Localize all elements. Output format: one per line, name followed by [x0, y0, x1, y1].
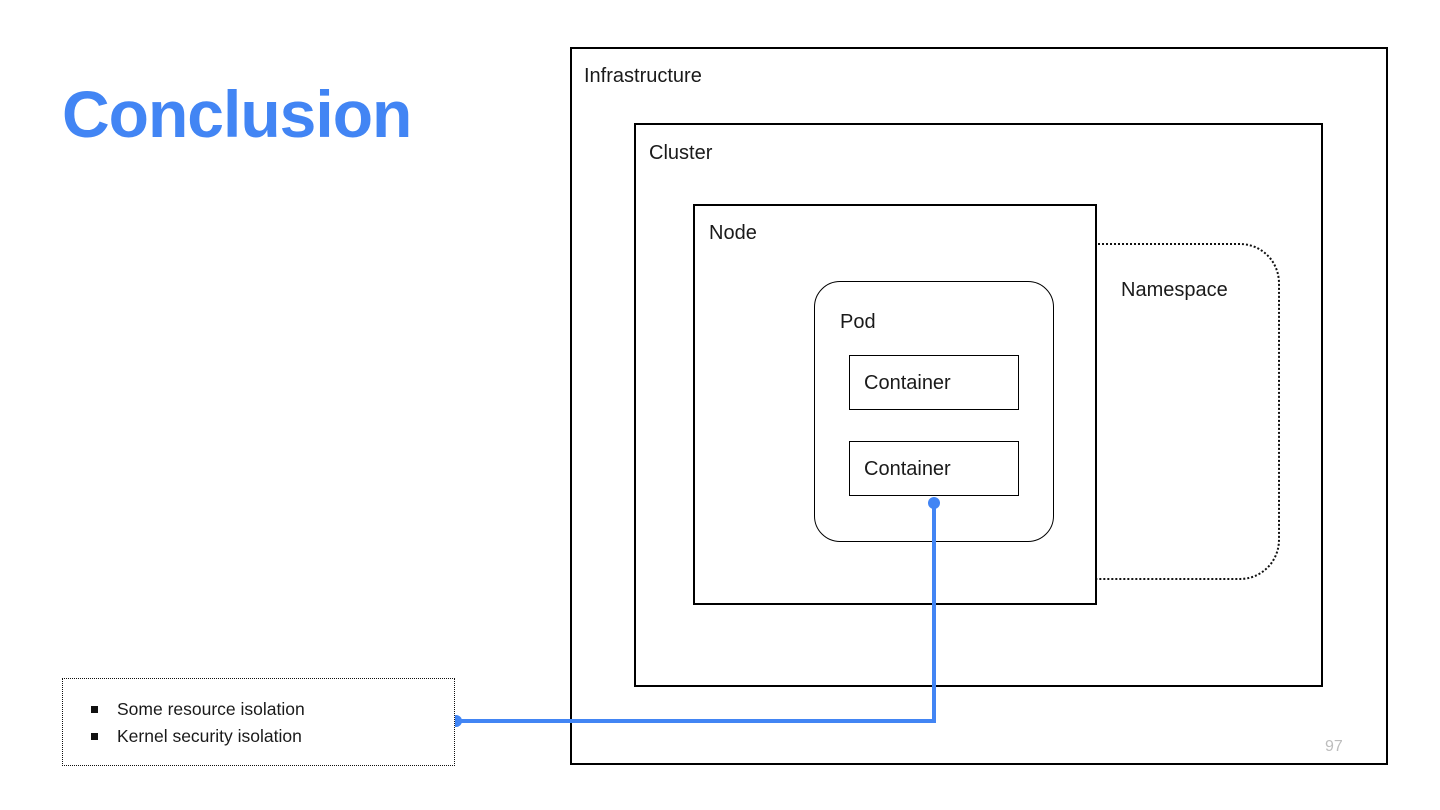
diagram-label-cluster: Cluster	[649, 142, 713, 164]
diagram-label-container-2: Container	[864, 458, 951, 480]
diagram-box-node	[693, 204, 1097, 605]
diagram-box-container-1: Container	[849, 355, 1019, 410]
diagram-box-container-2: Container	[849, 441, 1019, 496]
diagram-box-namespace	[770, 243, 1280, 580]
diagram-label-container-1: Container	[864, 372, 951, 394]
diagram-box-pod	[814, 281, 1054, 542]
page-number: 97	[1325, 738, 1343, 755]
diagram-label-pod: Pod	[840, 311, 876, 333]
callout-box: Some resource isolation Kernel security …	[62, 678, 455, 766]
list-item-label: Some resource isolation	[117, 699, 305, 719]
square-bullet-icon	[91, 706, 98, 713]
diagram-label-namespace: Namespace	[1121, 279, 1228, 301]
list-item: Some resource isolation	[87, 696, 454, 723]
connector-endpoint-container	[928, 497, 940, 509]
diagram-box-cluster	[634, 123, 1323, 687]
square-bullet-icon	[91, 733, 98, 740]
page-title: Conclusion	[62, 77, 412, 151]
diagram-label-node: Node	[709, 222, 757, 244]
connector-path	[456, 503, 936, 723]
diagram-box-infrastructure	[570, 47, 1388, 765]
diagram-label-infrastructure: Infrastructure	[584, 65, 702, 87]
callout-bullet-list: Some resource isolation Kernel security …	[63, 679, 454, 750]
list-item: Kernel security isolation	[87, 723, 454, 750]
list-item-label: Kernel security isolation	[117, 726, 302, 746]
